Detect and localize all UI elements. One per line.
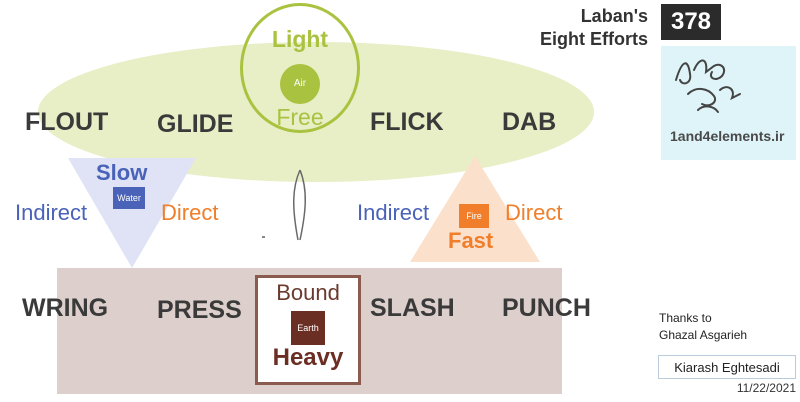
air-free-label: Free [276,104,324,130]
title-line-1: Laban's [580,6,648,26]
effort-wring: WRING [22,294,109,322]
fire-element-badge: Fire [459,204,489,228]
water-indirect-label: Indirect [15,200,88,225]
calligraphy-logo-icon [675,59,741,113]
fire-direct-label: Direct [505,200,563,225]
air-light-label: Light [271,26,329,52]
water-triangle [68,158,196,268]
author-name: Kiarash Eghtesadi [658,355,796,379]
effort-punch: PUNCH [502,294,591,322]
date-label: 11/22/2021 [736,381,796,395]
page-title: Laban's Eight Efforts [540,5,648,51]
fire-indirect-label: Indirect [357,200,430,225]
earth-box [255,275,361,385]
site-url: 1and4elements.ir [670,128,785,144]
effort-press: PRESS [157,296,242,324]
thanks-line-2: Ghazal Asgarieh [659,328,748,342]
effort-glide: GLIDE [157,110,234,138]
title-line-2: Eight Efforts [540,29,648,49]
effort-flick: FLICK [370,108,444,136]
effort-dab: DAB [502,108,557,136]
center-swirl-icon [292,169,307,241]
earth-heavy-label: Heavy [272,344,344,371]
water-direct-label: Direct [161,200,219,225]
tiny-mark [262,236,265,238]
water-element-badge: Water [113,187,145,209]
earth-bound-label: Bound [276,280,340,305]
air-element-badge: Air [280,64,320,104]
water-slow-label: Slow [96,160,148,185]
number-badge: 378 [661,4,721,40]
air-circle [240,3,360,133]
effort-slash: SLASH [370,294,455,322]
thanks-line-1: Thanks to [659,311,712,325]
earth-element-badge: Earth [291,311,325,345]
thanks-text: Thanks to Ghazal Asgarieh [659,310,747,344]
effort-flout: FLOUT [25,108,109,136]
fire-fast-label: Fast [448,228,494,253]
